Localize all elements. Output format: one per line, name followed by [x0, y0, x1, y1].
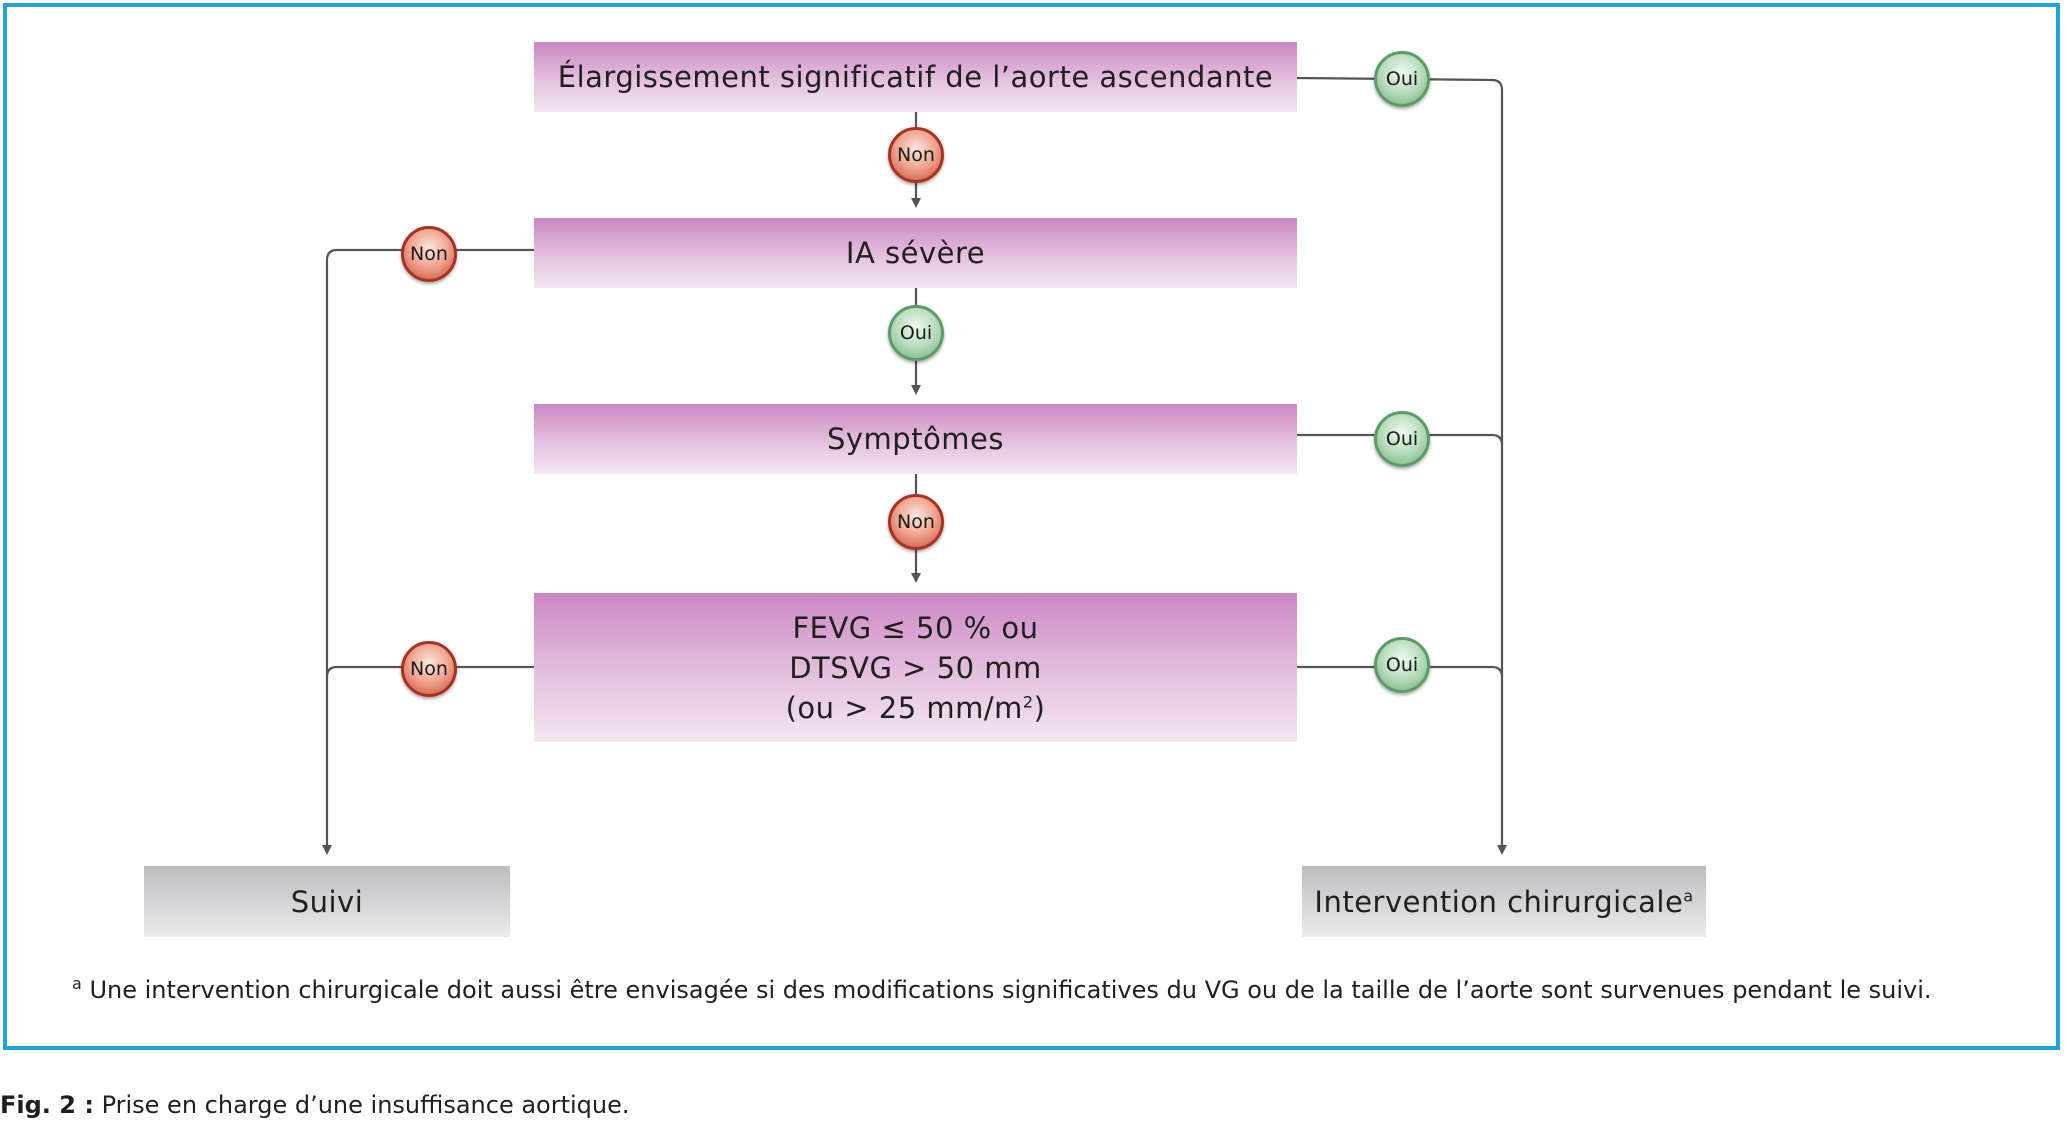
node-ia-label: IA sévère — [845, 236, 986, 270]
connector-symptoms-oui — [1297, 433, 1504, 446]
caption-text: Prise en charge d’une insuffisance aorti… — [93, 1091, 630, 1119]
figure-frame — [3, 3, 2060, 1050]
caption-label: Fig. 2 : — [0, 1091, 94, 1119]
footnote: a Une intervention chirurgicale doit aus… — [72, 974, 1932, 1005]
badge-non-symptoms: Non — [888, 494, 944, 550]
connector-fevg-oui — [1297, 665, 1504, 678]
badge-oui-ia: Oui — [888, 305, 944, 361]
footnote-marker: a — [72, 974, 82, 993]
badge-non-fevg: Non — [401, 641, 457, 697]
figure-caption: Fig. 2 : Prise en charge d’une insuffisa… — [0, 1091, 630, 1119]
node-symptoms-label: Symptômes — [826, 422, 1005, 456]
node-aorta-label: Élargissement significatif de l’aorte as… — [557, 60, 1274, 94]
badge-non-aorta: Non — [888, 127, 944, 183]
node-fevg-line1: FEVG ≤ 50 % ou — [792, 610, 1039, 645]
node-suivi: Suivi — [144, 866, 510, 937]
node-intervention: Intervention chirurgicalea — [1302, 866, 1706, 937]
badge-oui-aorta: Oui — [1374, 51, 1430, 107]
connector-ia-non — [322, 248, 534, 855]
badge-oui-fevg: Oui — [1374, 637, 1430, 693]
node-fevg-line2: DTSVG > 50 mm — [789, 650, 1042, 685]
node-ia-severe: IA sévère — [534, 218, 1297, 288]
node-suivi-label: Suivi — [290, 884, 364, 919]
connector-aorta-oui — [1296, 76, 1507, 855]
connector-fevg-non — [325, 665, 534, 678]
badge-non-ia: Non — [401, 226, 457, 282]
node-fevg: FEVG ≤ 50 % ou DTSVG > 50 mm (ou > 25 mm… — [534, 593, 1297, 742]
node-aorta-enlargement: Élargissement significatif de l’aorte as… — [534, 42, 1297, 112]
node-intervention-label: Intervention chirurgicalea — [1314, 884, 1694, 919]
footnote-text: Une intervention chirurgicale doit aussi… — [81, 976, 1932, 1004]
node-symptoms: Symptômes — [534, 404, 1297, 474]
badge-oui-symptoms: Oui — [1374, 411, 1430, 467]
node-fevg-line3: (ou > 25 mm/m2) — [785, 690, 1046, 725]
